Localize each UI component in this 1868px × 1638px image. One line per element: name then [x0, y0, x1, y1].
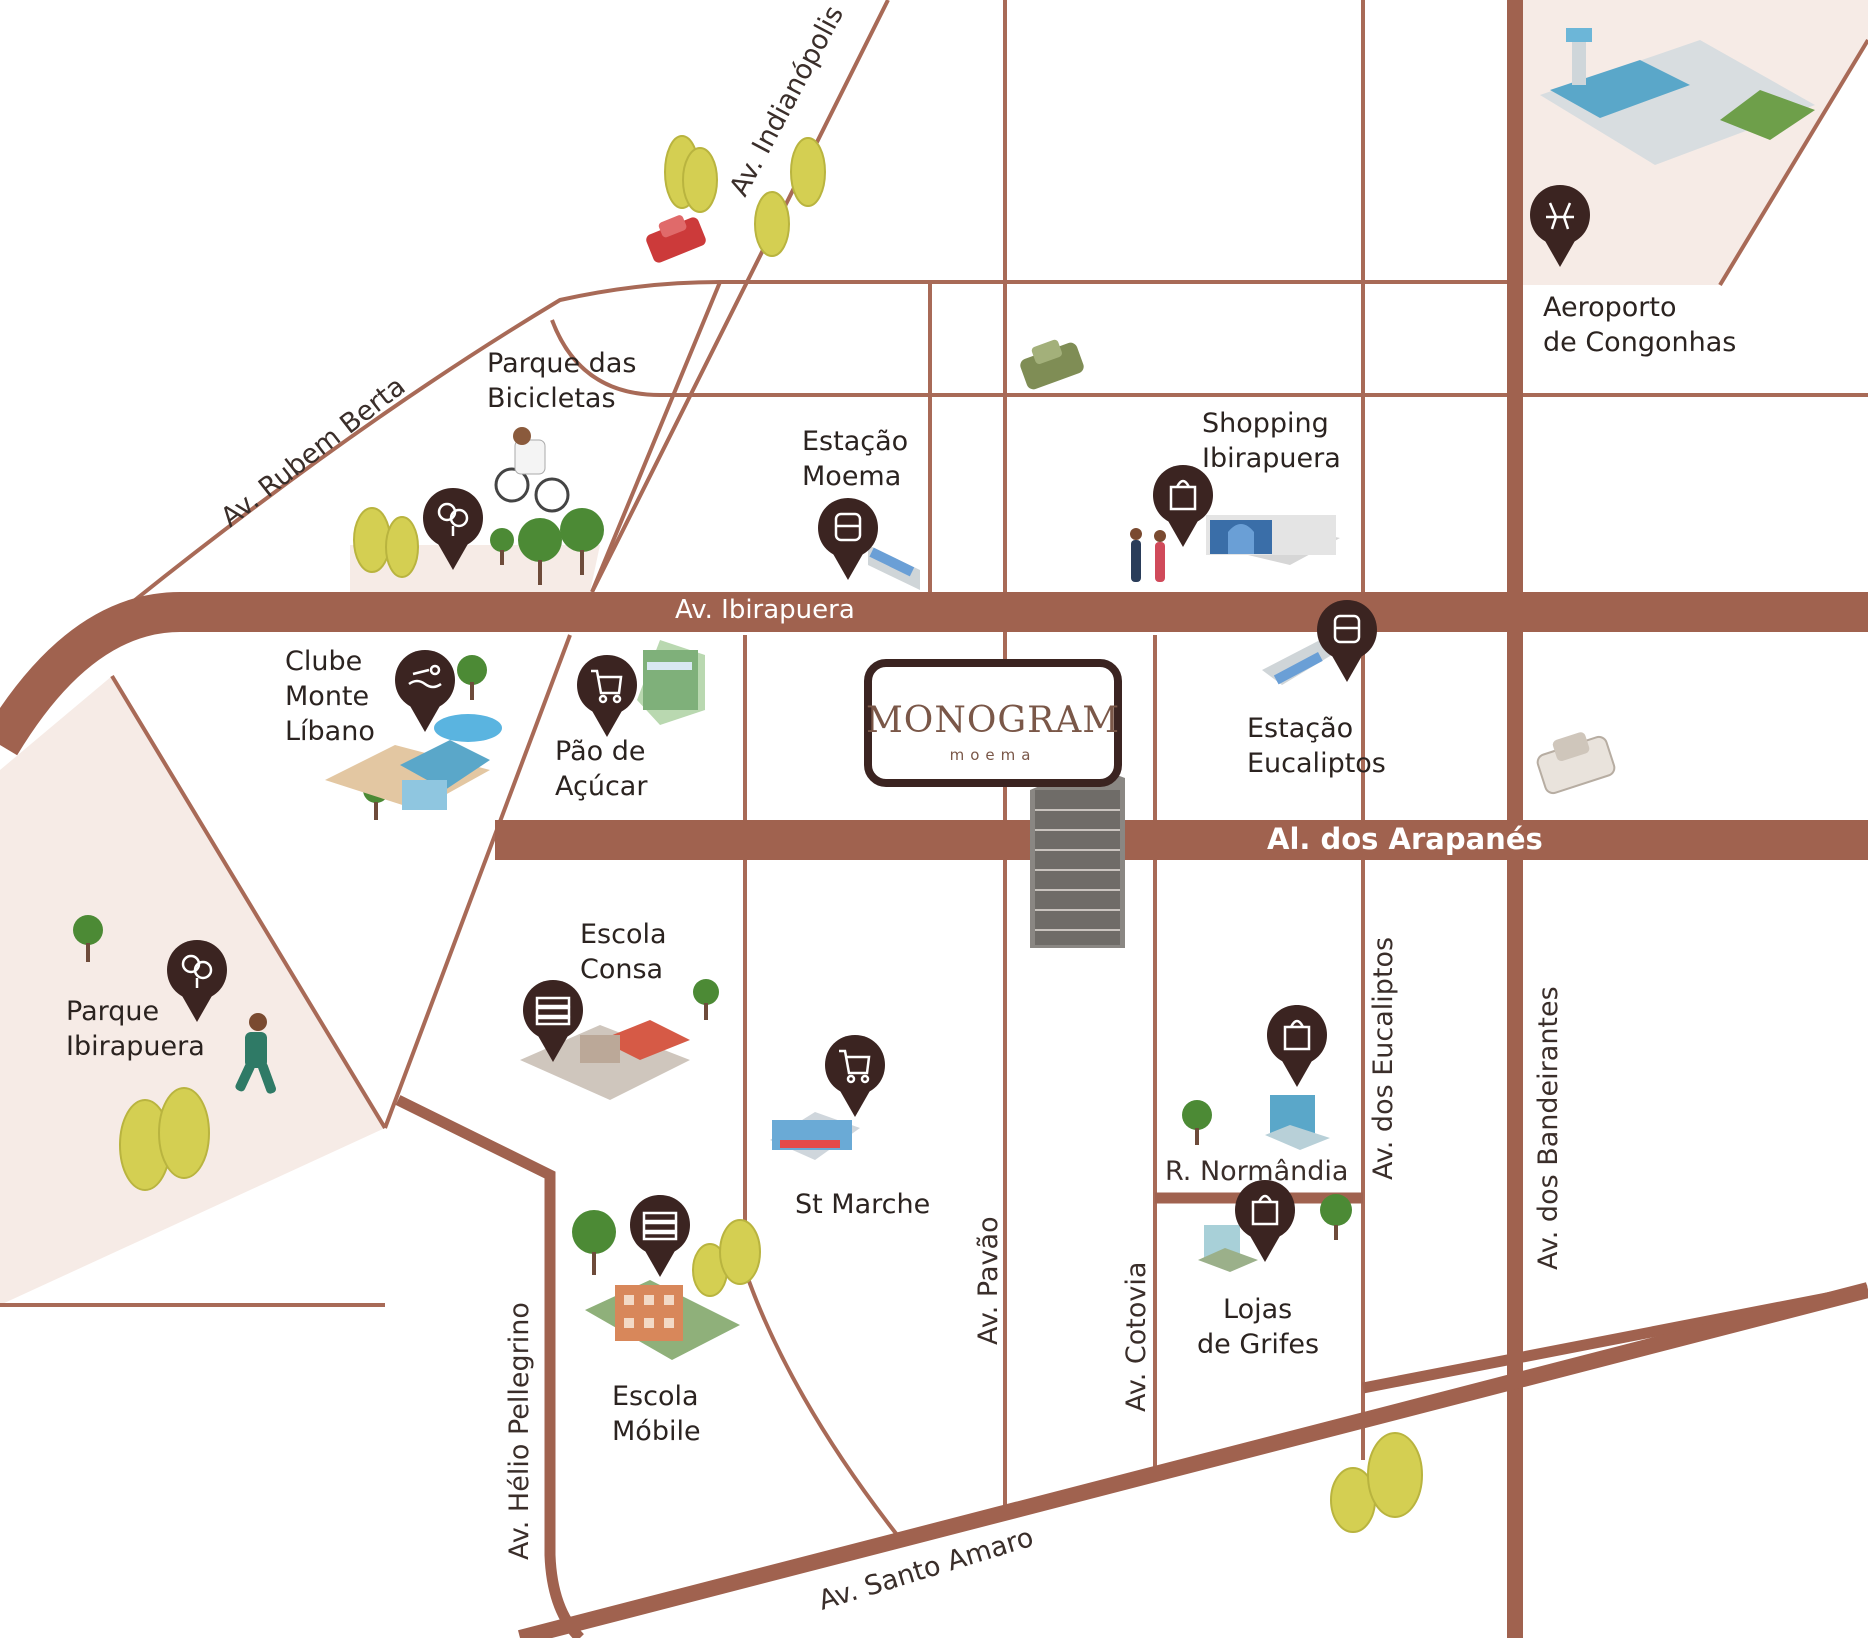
label-escola-consa-1: Escola [580, 919, 667, 950]
shopping-building-illustration [1206, 515, 1340, 565]
road-label-helio-pellegrino: Av. Hélio Pellegrino [504, 1302, 535, 1560]
green-trees [73, 508, 1352, 1275]
label-parque-ibirapuera-1: Parque [66, 996, 159, 1027]
shopping-bag-icon [1251, 1194, 1279, 1226]
label-parque-bicicletas-1: Parque das [487, 348, 636, 379]
monogram-logo: MONOGRAM moema [864, 659, 1122, 787]
estacao-eucaliptos-pin[interactable] [1317, 600, 1377, 682]
books-icon [535, 996, 571, 1026]
people-illustration [1130, 528, 1166, 582]
office-building-illustration [1265, 1095, 1330, 1150]
school-mobile-illustration [585, 1280, 740, 1360]
lojas-grifes-pin[interactable] [1235, 1180, 1295, 1262]
road-label-indianopolis: Av. Indianópolis [724, 1, 850, 201]
club-illustration [325, 714, 502, 810]
label-parque-bicicletas-2: Bicicletas [487, 383, 616, 414]
train-illustration [868, 545, 920, 590]
cyclist-illustration [494, 427, 570, 513]
swimming-icon [408, 664, 442, 689]
label-shopping-2: Ibirapuera [1202, 443, 1341, 474]
pao-de-acucar-pin[interactable] [577, 655, 637, 737]
parque-ibirapuera-pin[interactable] [167, 940, 227, 1022]
train-icon [1333, 614, 1361, 644]
logo-title: MONOGRAM [866, 700, 1120, 741]
label-escola-mobile-1: Escola [612, 1381, 699, 1412]
label-lojas-grifes-1: Lojas [1223, 1294, 1292, 1325]
label-shopping-1: Shopping [1202, 408, 1329, 439]
shopping-cart-icon [591, 669, 623, 704]
road-label-eucaliptos: Av. dos Eucaliptos [1368, 937, 1399, 1180]
st-marche-pin[interactable] [825, 1035, 885, 1117]
train-illustration [1262, 640, 1340, 685]
label-estacao-eucaliptos-1: Estação [1247, 713, 1353, 744]
tree-icon [437, 502, 469, 536]
label-aeroporto-2: de Congonhas [1543, 327, 1736, 358]
tower-building [1030, 765, 1125, 948]
label-pao-de-acucar-1: Pão de [555, 736, 645, 767]
label-pao-de-acucar-2: Açúcar [555, 771, 648, 802]
supermarket-building-illustration [770, 1112, 860, 1160]
shopping-pin[interactable] [1153, 465, 1213, 547]
road-label-normandia: R. Normândia [1165, 1156, 1348, 1187]
label-estacao-moema-2: Moema [802, 461, 901, 492]
supermarket-building-illustration [637, 640, 705, 725]
car-icon [1020, 339, 1084, 390]
yellow-trees [119, 135, 1423, 1533]
escola-mobile-pin[interactable] [630, 1195, 690, 1277]
label-escola-consa-2: Consa [580, 954, 663, 985]
arapanes-label-bg [1255, 820, 1555, 860]
logo-subtitle: moema [950, 746, 1037, 764]
road-label-bandeirantes: Av. dos Bandeirantes [1533, 986, 1564, 1270]
label-estacao-moema-1: Estação [802, 426, 908, 457]
escola-consa-pin[interactable] [523, 980, 583, 1062]
books-icon [642, 1211, 678, 1241]
normandia-shop-pin[interactable] [1267, 1005, 1327, 1087]
estacao-moema-pin[interactable] [818, 498, 878, 580]
car-icon [1536, 732, 1616, 795]
car-icon [646, 215, 706, 263]
label-clube-2: Monte [285, 681, 369, 712]
road-label-ibirapuera: Av. Ibirapuera [675, 595, 855, 625]
clube-pin[interactable] [395, 650, 455, 732]
train-icon [834, 512, 862, 542]
road-label-rubem-berta: Av. Rubem Berta [215, 371, 411, 534]
label-clube-3: Líbano [285, 716, 375, 747]
store-building-illustration [1198, 1225, 1258, 1272]
airplane-icon [1546, 202, 1574, 230]
parque-bicicletas-pin[interactable] [423, 488, 483, 570]
shopping-bag-icon [1283, 1019, 1311, 1051]
airport-illustration [1540, 28, 1815, 165]
tree-icon [181, 954, 213, 988]
shopping-bag-icon [1169, 479, 1197, 511]
label-estacao-eucaliptos-2: Eucaliptos [1247, 748, 1386, 779]
road-label-pavao: Av. Pavão [973, 1216, 1004, 1345]
shopping-cart-icon [839, 1049, 871, 1084]
label-escola-mobile-2: Móbile [612, 1416, 701, 1447]
label-lojas-grifes-2: de Grifes [1197, 1329, 1319, 1360]
airplane-pin[interactable] [1530, 185, 1590, 267]
runner-illustration [235, 1013, 277, 1094]
road-label-arapanes: Al. dos Arapanés [1267, 822, 1543, 856]
label-aeroporto-1: Aeroporto [1543, 292, 1677, 323]
label-parque-ibirapuera-2: Ibirapuera [66, 1031, 205, 1062]
label-clube-1: Clube [285, 646, 362, 677]
road-label-cotovia: Av. Cotovia [1121, 1262, 1152, 1412]
label-st-marche: St Marche [795, 1189, 930, 1220]
